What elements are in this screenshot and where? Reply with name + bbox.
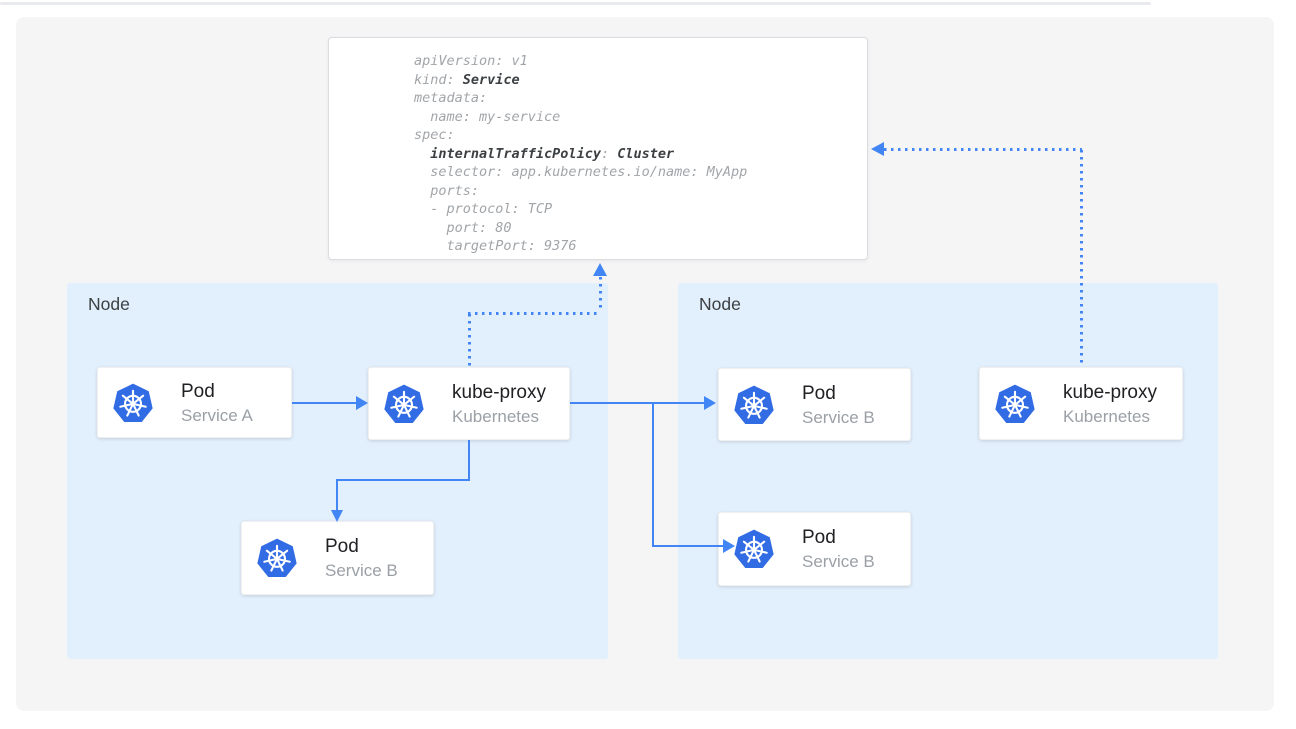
arrow-branch-vertical-line bbox=[652, 402, 654, 546]
arrow-right-icon bbox=[356, 396, 368, 410]
card-pod-service-b-left-node: Pod Service B bbox=[241, 521, 434, 595]
card-title: Pod bbox=[325, 536, 359, 557]
card-subtitle: Service B bbox=[802, 552, 875, 571]
arrow-down-icon bbox=[331, 510, 343, 522]
yaml-line: kind: Service bbox=[414, 71, 520, 88]
dotted-right-kube-proxy-up-line bbox=[1080, 150, 1083, 367]
card-title: kube-proxy bbox=[1063, 381, 1157, 403]
card-title: Pod bbox=[802, 527, 836, 548]
card-title: Pod bbox=[181, 380, 215, 402]
arrow-kube-proxy-left-line bbox=[336, 479, 470, 481]
yaml-line: - protocol: TCP bbox=[414, 201, 553, 217]
yaml-line: targetPort: 9376 bbox=[414, 238, 577, 254]
card-subtitle: Kubernetes bbox=[452, 406, 539, 426]
yaml-line-internal-traffic-policy: internalTrafficPolicy: Cluster bbox=[430, 145, 675, 162]
arrow-kube-proxy-to-right-pod-top-line bbox=[570, 402, 704, 404]
kubernetes-icon bbox=[383, 383, 425, 425]
card-pod-service-a: Pod Service A bbox=[97, 367, 292, 438]
arrow-right-icon bbox=[704, 396, 716, 410]
card-subtitle: Service B bbox=[802, 407, 875, 427]
card-pod-service-b-right-node-bottom: Pod Service B bbox=[718, 512, 911, 586]
kubernetes-icon bbox=[994, 383, 1036, 425]
card-title: kube-proxy bbox=[452, 381, 546, 403]
arrow-kube-proxy-to-right-pod-bottom-line bbox=[652, 545, 723, 547]
card-title: Pod bbox=[802, 382, 836, 404]
dotted-to-yaml-horizontal-line bbox=[884, 148, 1082, 151]
card-pod-service-b-right-node-top: Pod Service B bbox=[718, 368, 911, 441]
node-box-right: Node bbox=[678, 283, 1218, 659]
yaml-line: name: my-service bbox=[414, 108, 561, 125]
arrow-up-icon bbox=[593, 263, 607, 276]
yaml-line: apiVersion: v1 bbox=[414, 53, 528, 69]
kubernetes-icon bbox=[112, 382, 154, 424]
yaml-line: ports: bbox=[414, 182, 480, 199]
kubernetes-icon bbox=[733, 384, 775, 426]
node-box-left: Node bbox=[67, 283, 608, 659]
yaml-line: metadata: bbox=[414, 90, 488, 106]
top-divider bbox=[0, 2, 1151, 5]
arrow-right-icon bbox=[723, 539, 735, 553]
dotted-kube-proxy-up-line bbox=[468, 314, 471, 367]
yaml-line: port: 80 bbox=[414, 219, 512, 236]
card-kube-proxy-right: kube-proxy Kubernetes bbox=[979, 367, 1183, 440]
card-kube-proxy-left: kube-proxy Kubernetes bbox=[368, 367, 570, 440]
dotted-horizontal-line bbox=[468, 312, 601, 315]
arrow-pod-a-to-kube-proxy-line bbox=[292, 402, 356, 404]
node-label: Node bbox=[88, 294, 130, 314]
card-subtitle: Service B bbox=[325, 561, 398, 580]
kubernetes-icon bbox=[733, 528, 775, 570]
arrow-to-pod-b-vertical-line bbox=[336, 479, 338, 510]
yaml-line: selector: app.kubernetes.io/name: MyApp bbox=[414, 164, 748, 180]
card-subtitle: Service A bbox=[181, 405, 253, 425]
dotted-to-yaml-vertical-line bbox=[599, 277, 602, 312]
card-subtitle: Kubernetes bbox=[1063, 406, 1150, 426]
kubernetes-icon bbox=[256, 537, 298, 579]
arrow-left-icon bbox=[871, 142, 884, 156]
service-yaml-box: apiVersion: v1 kind: Service metadata: n… bbox=[328, 37, 868, 260]
arrow-kube-proxy-down-line bbox=[468, 440, 470, 481]
node-label: Node bbox=[699, 294, 741, 314]
yaml-line: spec: bbox=[414, 127, 455, 143]
